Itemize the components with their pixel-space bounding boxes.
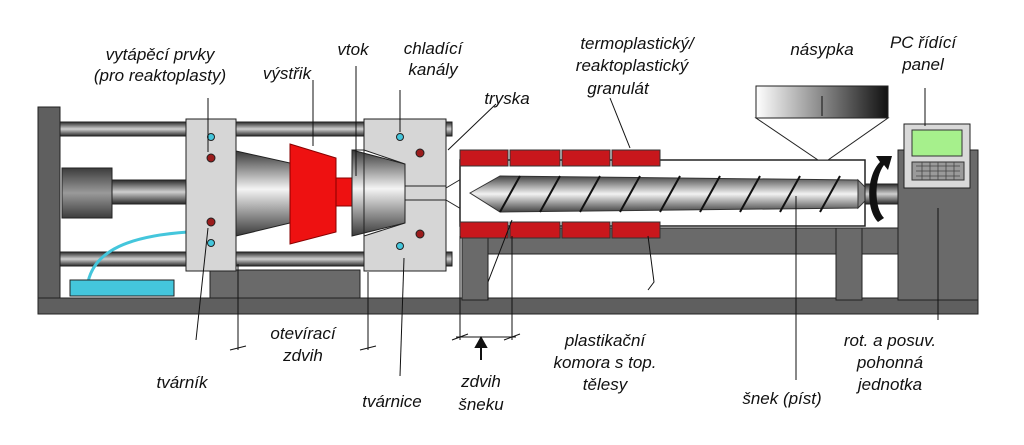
tie-bars xyxy=(59,121,453,267)
leader-lines xyxy=(195,66,939,380)
moving-platen xyxy=(185,118,237,272)
labels: vytápěcí prvky (pro reaktoplasty) výstři… xyxy=(94,33,958,414)
label-die: tvárnice xyxy=(362,392,422,411)
label-chamber-1: plastikační xyxy=(564,331,648,350)
label-control-panel-2: panel xyxy=(901,55,945,74)
label-granulate-3: granulát xyxy=(587,79,650,98)
label-nozzle: tryska xyxy=(484,89,529,108)
stroke-arrow-icon xyxy=(474,335,488,360)
label-screw: šnek (píst) xyxy=(742,389,821,408)
heater-bands xyxy=(459,149,661,239)
rotation-arrow-icon xyxy=(869,156,892,222)
punch-cone xyxy=(235,150,291,237)
screw xyxy=(469,175,873,213)
label-heating-elements-2: (pro reaktoplasty) xyxy=(94,66,226,85)
label-drive-1: rot. a posuv. xyxy=(844,331,936,350)
machine-frame xyxy=(37,106,979,315)
label-screw-stroke-2: šneku xyxy=(458,395,504,414)
label-cooling-2: kanály xyxy=(408,60,459,79)
clamping-rod xyxy=(111,179,187,205)
molded-part xyxy=(289,143,337,245)
label-injection: výstřik xyxy=(263,64,313,83)
cooling-water-tray xyxy=(69,279,175,297)
label-punch: tvárník xyxy=(156,373,209,392)
label-drive-2: pohonná xyxy=(856,353,923,372)
clamping-cylinder xyxy=(61,167,113,219)
label-opening-stroke-1: otevírací xyxy=(270,324,337,343)
sprue-channel xyxy=(335,177,353,207)
label-drive-3: jednotka xyxy=(856,375,922,394)
label-chamber-2: komora s top. xyxy=(554,353,657,372)
stationary-platen xyxy=(351,118,447,272)
label-opening-stroke-2: zdvih xyxy=(282,346,323,365)
label-heating-elements-1: vytápěcí prvky xyxy=(106,45,216,64)
label-screw-stroke-1: zdvih xyxy=(460,372,501,391)
label-granulate-2: reaktoplastický xyxy=(576,56,690,75)
cooling-hose xyxy=(86,230,189,283)
label-sprue: vtok xyxy=(337,40,370,59)
label-granulate-1: termoplastický/ xyxy=(580,34,696,53)
label-control-panel-1: PC řídící xyxy=(890,33,958,52)
control-panel xyxy=(903,123,971,189)
label-chamber-3: tělesy xyxy=(583,375,629,394)
label-hopper: násypka xyxy=(790,40,853,59)
label-cooling-1: chladící xyxy=(404,39,465,58)
